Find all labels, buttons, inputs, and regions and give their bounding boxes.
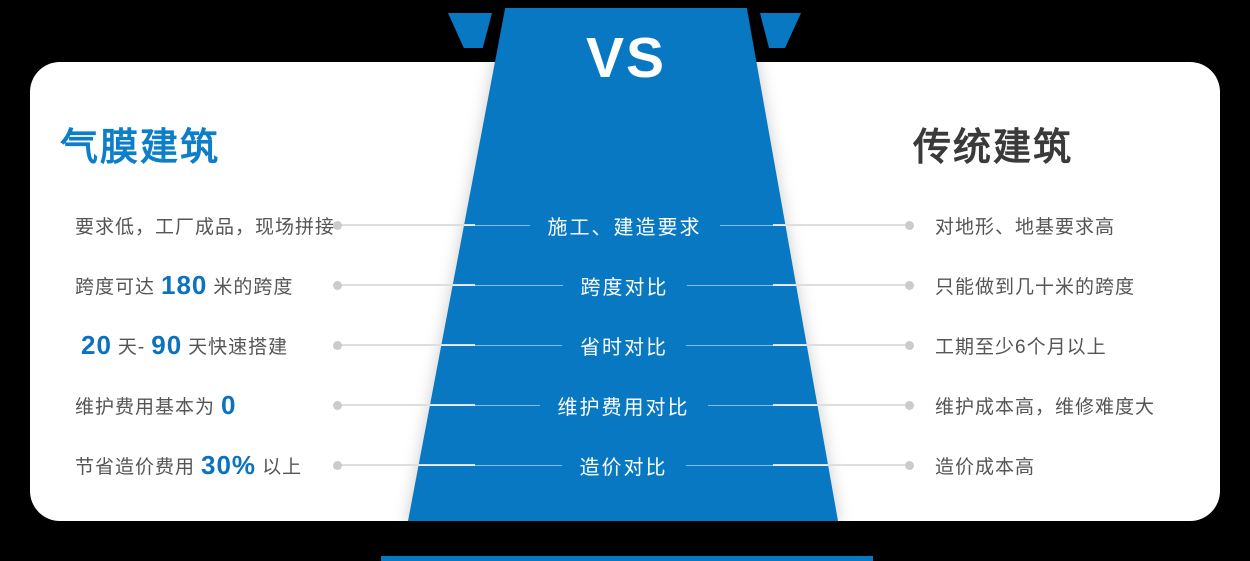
center-category-label: 省时对比 (580, 336, 668, 359)
connector-line (342, 224, 475, 226)
row-text-segment: 米的跨度 (213, 276, 294, 298)
connector-dot (905, 460, 914, 470)
right-connector (773, 255, 914, 315)
center-category-row: 省时对比 (441, 315, 807, 375)
connector-dot (333, 460, 342, 470)
row-text-segment: 以上 (262, 456, 303, 478)
left-accent-shape (448, 13, 492, 48)
center-category-row: 维护费用对比 (430, 375, 817, 435)
divider-line (707, 404, 817, 406)
connector-line (773, 404, 905, 406)
row-text-segment: 造价成本高 (935, 456, 1036, 478)
divider-line (419, 464, 562, 466)
right-connector (773, 435, 914, 495)
connector-line (773, 224, 905, 226)
center-category-row: 跨度对比 (453, 255, 796, 315)
row-number: 0 (221, 389, 237, 420)
row-text-segment: 维护成本高，维修难度大 (935, 396, 1156, 418)
connector-line (773, 284, 905, 286)
right-connector (773, 315, 914, 375)
center-category-row: 造价对比 (419, 435, 828, 495)
left-column-title: 气膜建筑 (60, 127, 221, 169)
row-text-segment: 只能做到几十米的跨度 (935, 276, 1136, 298)
right-feature-text: 造价成本高 (935, 435, 1035, 495)
row-text-segment: 维护费用基本为 (75, 396, 216, 418)
center-category-label: 造价对比 (579, 456, 668, 479)
center-category-label: 维护费用对比 (557, 396, 690, 419)
comparison-row: 要求低，工厂成品，现场拼接 对地形、地基要求高 (0, 195, 1250, 255)
connector-dot (333, 280, 342, 290)
right-connector (773, 375, 914, 435)
row-number: 30% (201, 449, 257, 480)
right-feature-text: 维护成本高，维修难度大 (935, 375, 1155, 435)
right-feature-text: 工期至少6个月以上 (935, 315, 1107, 375)
row-text-segment: 工期至少6个月以上 (935, 336, 1107, 358)
divider-line (453, 284, 563, 286)
connector-line (773, 464, 905, 466)
center-category-label: 施工、建造要求 (547, 216, 702, 239)
connector-line (773, 344, 905, 346)
connector-dot (905, 340, 914, 350)
connector-dot (333, 400, 342, 410)
vs-label: VS (585, 26, 667, 90)
center-category-row: 施工、建造要求 (464, 195, 785, 255)
divider-line (686, 284, 796, 286)
row-text-segment: 跨度可达 (75, 276, 156, 298)
right-feature-text: 只能做到几十米的跨度 (935, 255, 1135, 315)
left-feature-text: 要求低，工厂成品，现场拼接 (75, 195, 335, 255)
row-number: 20 (81, 329, 112, 360)
center-category-label: 跨度对比 (580, 276, 669, 299)
left-connector (333, 195, 475, 255)
connector-dot (905, 220, 914, 230)
row-number: 90 (151, 329, 183, 360)
right-connector (773, 195, 914, 255)
row-text-segment: 要求低，工厂成品，现场拼接 (75, 216, 336, 238)
connector-dot (333, 220, 342, 230)
divider-line (686, 344, 807, 346)
connector-dot (905, 280, 914, 290)
divider-line (464, 224, 530, 226)
row-text-segment: 天快速搭建 (188, 336, 289, 358)
row-text-segment: 节省造价费用 (75, 456, 196, 478)
right-accent-shape (760, 13, 801, 48)
connector-dot (333, 340, 342, 350)
divider-line (430, 404, 540, 406)
row-text-segment: 对地形、地基要求高 (935, 216, 1116, 238)
trapezoid-bottom-strip (381, 556, 873, 561)
right-column-title: 传统建筑 (913, 127, 1074, 169)
right-feature-text: 对地形、地基要求高 (935, 195, 1115, 255)
divider-line (685, 464, 828, 466)
row-number: 180 (161, 269, 208, 300)
divider-line (719, 224, 785, 226)
row-text-segment: 天- (117, 336, 146, 358)
connector-dot (905, 400, 914, 410)
divider-line (441, 344, 562, 346)
